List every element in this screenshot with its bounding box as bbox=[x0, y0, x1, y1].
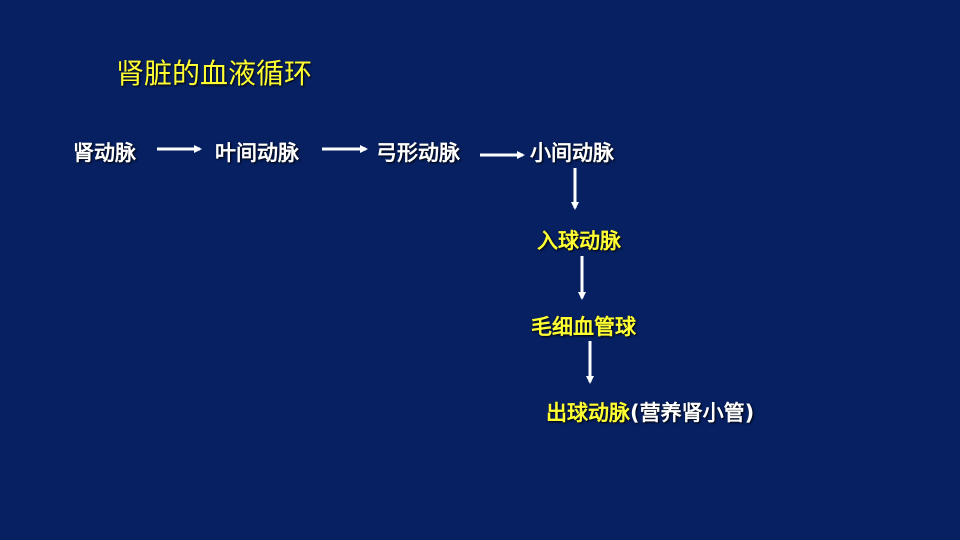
node-interlobular-artery: 小间动脉 bbox=[530, 141, 614, 165]
node-renal-artery: 肾动脉 bbox=[73, 141, 136, 165]
efferent-label: 出球动脉 bbox=[546, 401, 630, 425]
node-efferent-arteriole: 出球动脉(营养肾小管) bbox=[546, 397, 754, 427]
efferent-note: (营养肾小管) bbox=[630, 401, 755, 425]
node-interlobar-artery: 叶间动脉 bbox=[215, 141, 299, 165]
node-arcuate-artery: 弓形动脉 bbox=[376, 141, 460, 165]
node-afferent-arteriole: 入球动脉 bbox=[537, 229, 621, 253]
slide-title: 肾脏的血液循环 bbox=[116, 57, 313, 90]
node-glomerulus: 毛细血管球 bbox=[531, 315, 636, 339]
